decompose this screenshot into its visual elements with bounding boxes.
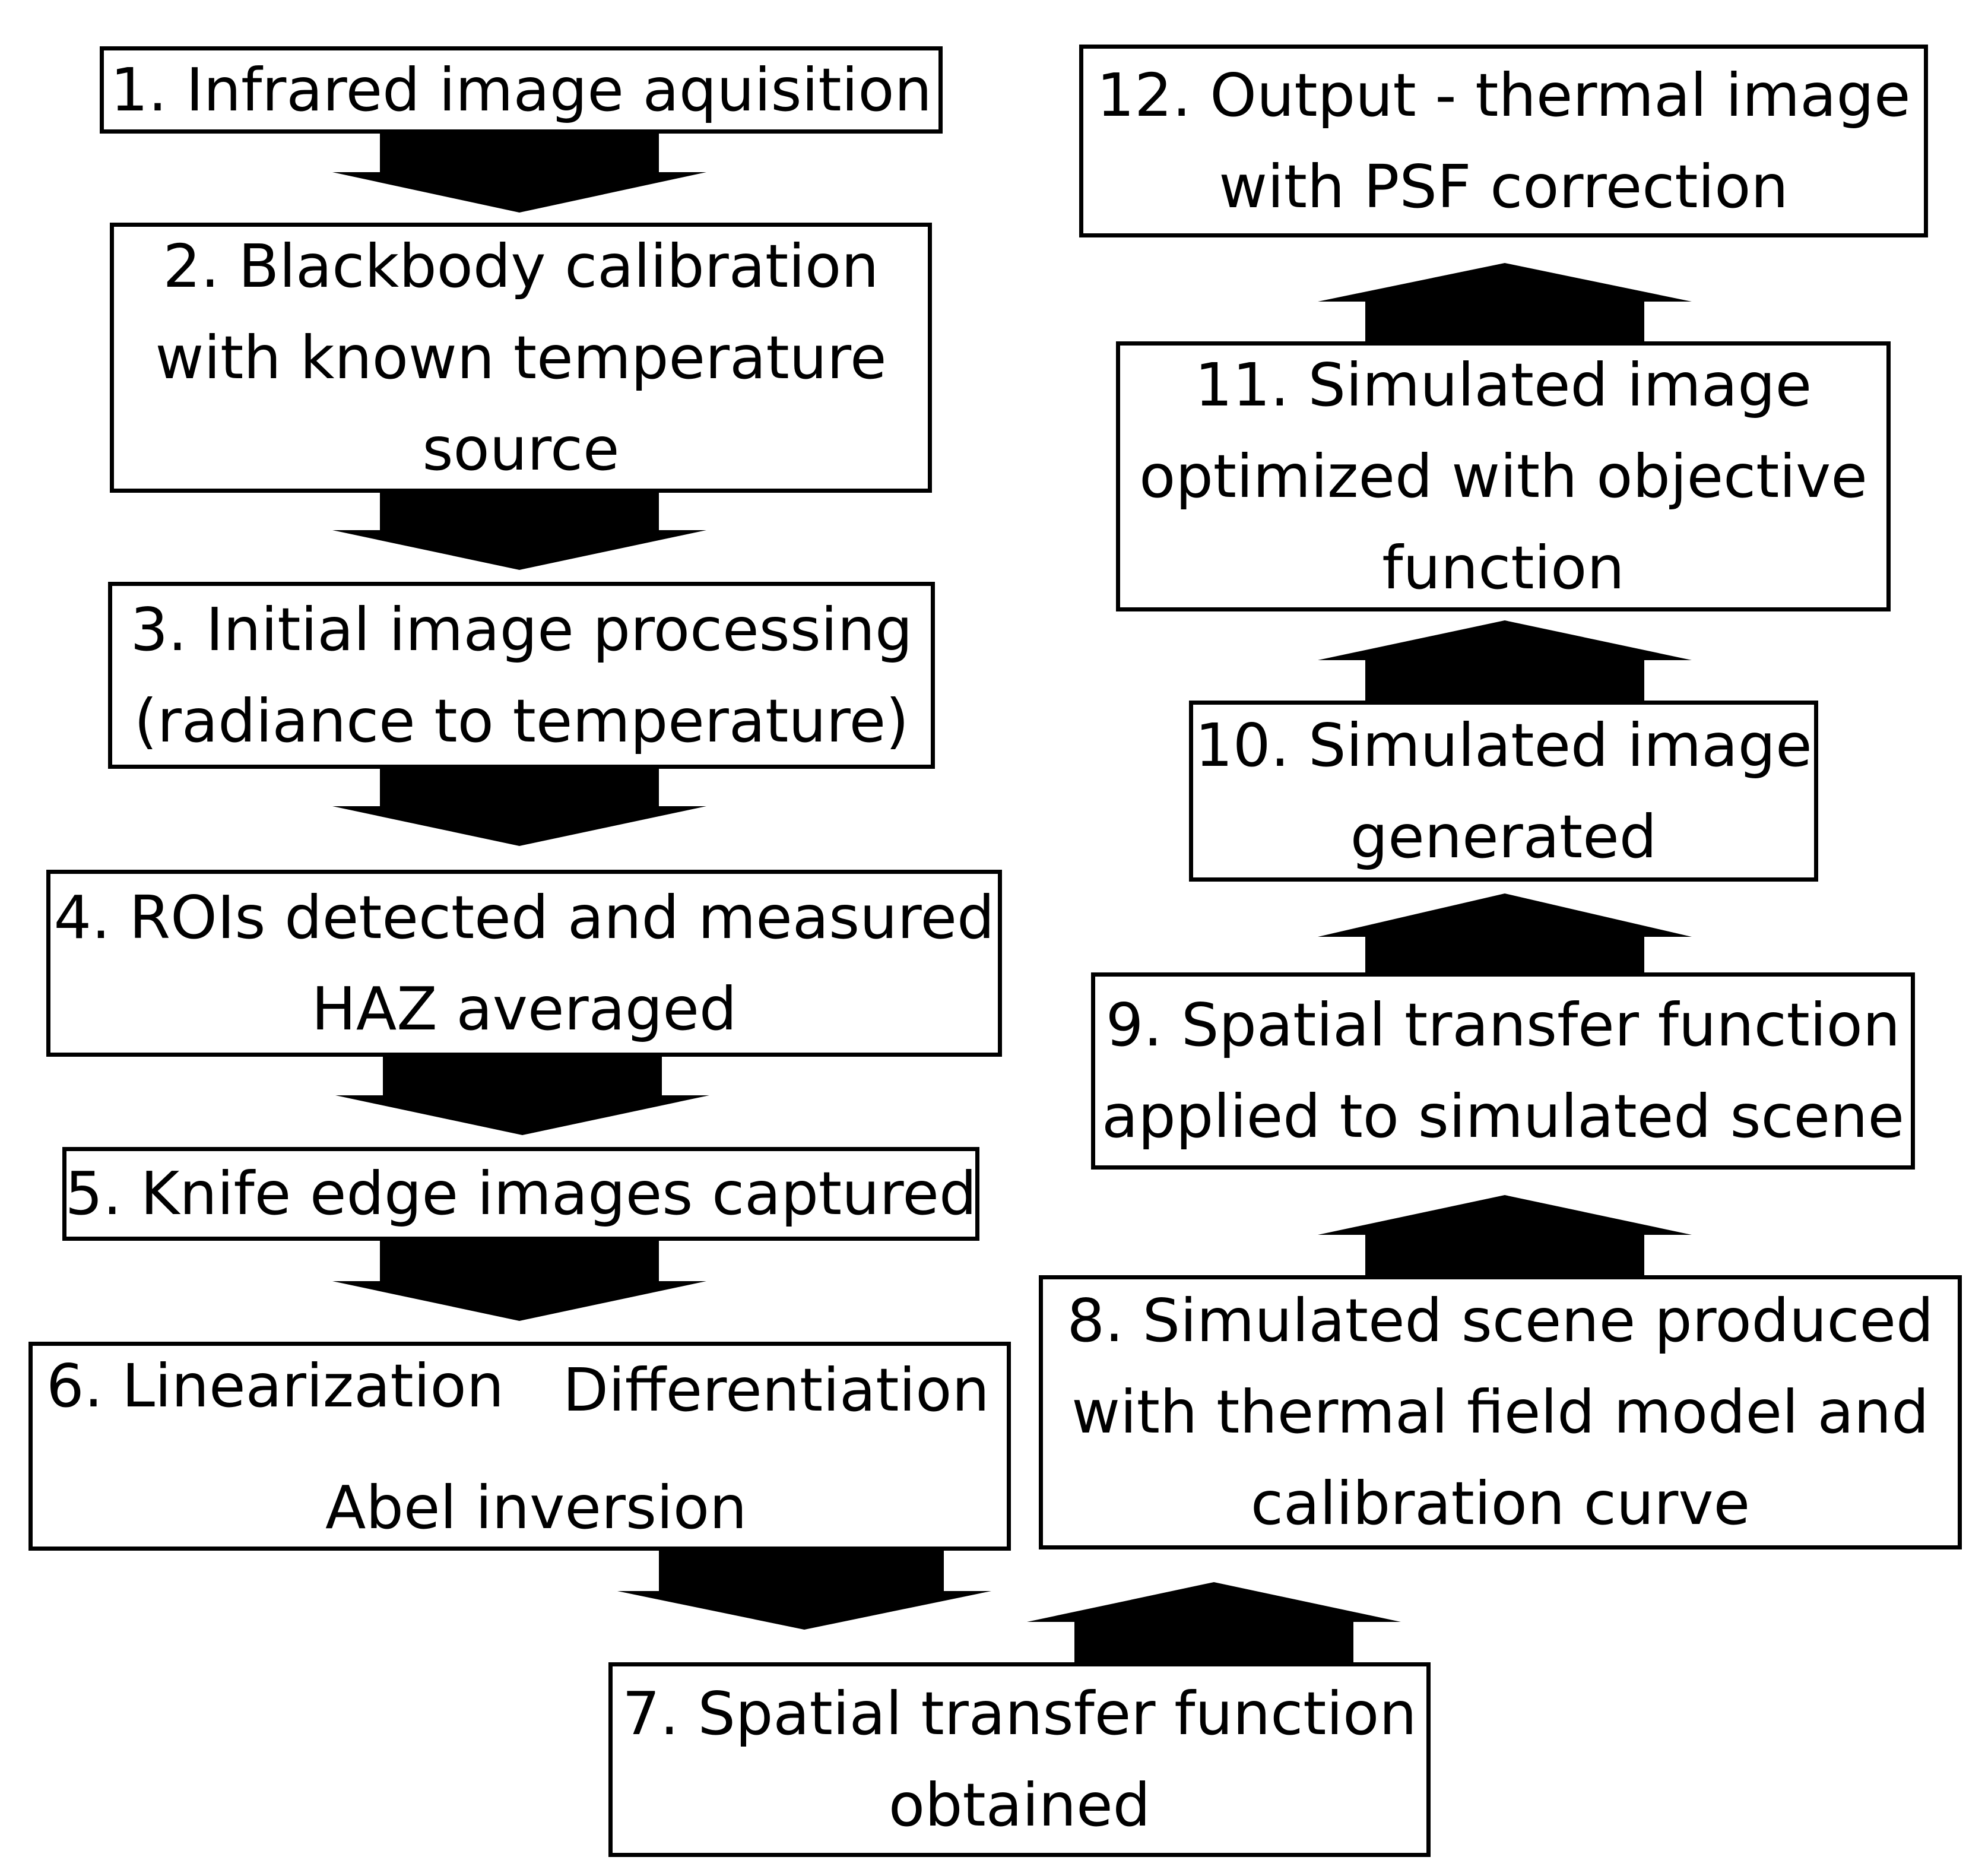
arrow-up-10-11 bbox=[1318, 620, 1692, 701]
arrow-up-9-10 bbox=[1318, 893, 1692, 972]
step-8-line-2: with thermal field model and bbox=[1071, 1377, 1929, 1447]
step-8-line-3: calibration curve bbox=[1250, 1469, 1751, 1538]
step-2-line-3: source bbox=[422, 414, 620, 484]
step-7-line-1: 7. Spatial transfer function bbox=[622, 1679, 1417, 1748]
arrow-down-2-3 bbox=[332, 493, 706, 570]
step-10-line-1: 10. Simulated image bbox=[1195, 710, 1812, 780]
step-3-box: 3. Initial image processing (radiance to… bbox=[108, 582, 935, 769]
step-6-differentiation: Differentiation bbox=[563, 1355, 990, 1425]
arrow-down-3-4 bbox=[332, 769, 706, 846]
arrow-down-6-7 bbox=[617, 1551, 991, 1630]
step-6-abel-inversion: Abel inversion bbox=[325, 1473, 747, 1542]
step-7-line-2: obtained bbox=[888, 1770, 1151, 1840]
step-9-line-1: 9. Spatial transfer function bbox=[1105, 990, 1901, 1060]
step-5-box: 5. Knife edge images captured bbox=[62, 1147, 979, 1241]
step-3-line-2: (radiance to temperature) bbox=[134, 686, 909, 756]
step-6-box bbox=[28, 1342, 1011, 1551]
step-9-line-2: applied to simulated scene bbox=[1101, 1082, 1904, 1151]
step-4-line-2: HAZ averaged bbox=[311, 974, 737, 1044]
arrow-up-7-8 bbox=[1027, 1582, 1401, 1662]
step-4-box: 4. ROIs detected and measured HAZ averag… bbox=[46, 870, 1002, 1057]
step-12-box: 12. Output - thermal image with PSF corr… bbox=[1079, 45, 1928, 237]
arrow-up-8-9 bbox=[1318, 1195, 1692, 1275]
step-2-box: 2. Blackbody calibration with known temp… bbox=[110, 223, 932, 493]
step-1-line-1: 1. Infrared image aquisition bbox=[110, 55, 932, 125]
step-10-line-2: generated bbox=[1350, 801, 1657, 872]
step-9-box: 9. Spatial transfer function applied to … bbox=[1091, 972, 1915, 1170]
step-7-box: 7. Spatial transfer function obtained bbox=[608, 1662, 1431, 1857]
arrow-down-5-6 bbox=[332, 1241, 706, 1321]
step-12-line-1: 12. Output - thermal image bbox=[1096, 60, 1911, 130]
step-12-line-2: with PSF correction bbox=[1219, 151, 1789, 221]
step-8-line-1: 8. Simulated scene produced bbox=[1067, 1286, 1934, 1355]
step-5-line-1: 5. Knife edge images captured bbox=[65, 1159, 977, 1228]
step-6-linearization: 6. Linearization bbox=[46, 1351, 505, 1421]
step-11-line-2: optimized with objective bbox=[1139, 441, 1867, 511]
step-11-line-3: function bbox=[1382, 533, 1625, 603]
step-8-box: 8. Simulated scene produced with thermal… bbox=[1039, 1275, 1962, 1549]
step-4-line-1: 4. ROIs detected and measured bbox=[53, 882, 995, 952]
step-3-line-1: 3. Initial image processing bbox=[130, 594, 913, 664]
arrow-down-1-2 bbox=[332, 134, 706, 213]
arrow-down-4-5 bbox=[335, 1057, 709, 1135]
step-11-box: 11. Simulated image optimized with objec… bbox=[1116, 341, 1891, 611]
step-2-line-2: with known temperature bbox=[155, 322, 887, 392]
step-2-line-1: 2. Blackbody calibration bbox=[163, 231, 879, 301]
step-11-line-1: 11. Simulated image bbox=[1194, 350, 1812, 420]
step-1-box: 1. Infrared image aquisition bbox=[100, 46, 943, 134]
arrow-up-11-12 bbox=[1318, 263, 1692, 341]
step-10-box: 10. Simulated image generated bbox=[1189, 701, 1818, 882]
